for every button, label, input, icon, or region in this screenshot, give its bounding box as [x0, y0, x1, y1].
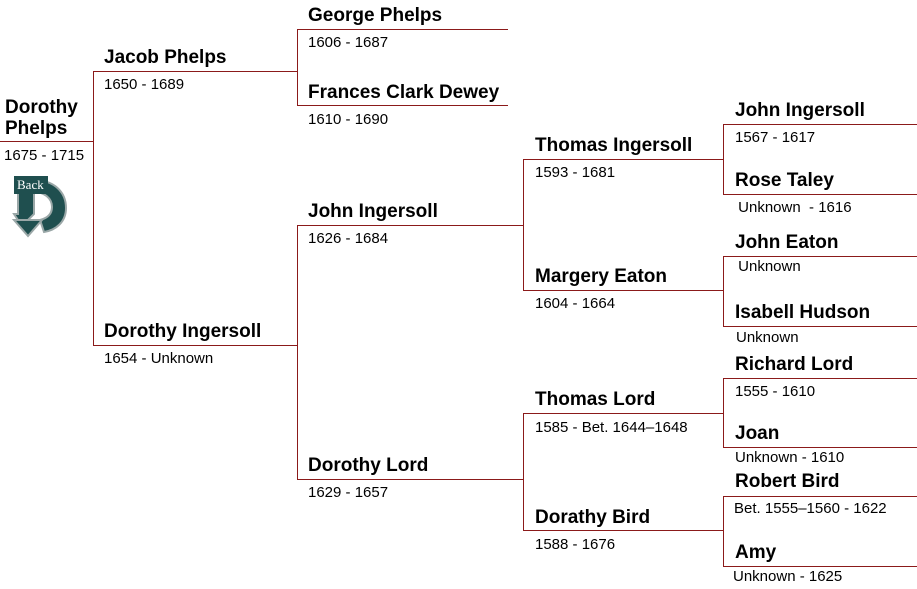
connector-line — [723, 256, 917, 257]
person-dates: 1650 - 1689 — [104, 76, 185, 93]
connector-line — [523, 413, 524, 531]
connector-line — [93, 71, 298, 72]
person-dates: Unknown — [736, 329, 799, 346]
connector-line — [723, 256, 724, 327]
person-name[interactable]: Thomas Lord — [535, 389, 656, 410]
person-dates: 1567 - 1617 — [735, 129, 816, 146]
person-name[interactable]: Amy — [735, 542, 777, 563]
person-dates: 1626 - 1684 — [308, 230, 389, 247]
person-dates: Unknown - 1616 — [734, 199, 852, 216]
person-name[interactable]: Dorothy Ingersoll — [104, 321, 262, 342]
connector-line — [297, 479, 524, 480]
connector-line — [297, 29, 508, 30]
connector-line — [723, 194, 917, 195]
person-name[interactable]: Joan — [735, 423, 780, 444]
person-dates: 1610 - 1690 — [308, 111, 389, 128]
connector-line — [93, 345, 298, 346]
connector-line — [0, 141, 94, 142]
person-dates: 1629 - 1657 — [308, 484, 389, 501]
connector-line — [723, 326, 917, 327]
person-name[interactable]: Isabell Hudson — [735, 302, 871, 323]
person-dates: 1654 - Unknown — [104, 350, 214, 367]
connector-line — [523, 159, 524, 291]
person-dates: 1585 - Bet. 1644–1648 — [535, 419, 688, 436]
connector-line — [297, 225, 298, 480]
connector-line — [723, 378, 724, 448]
back-button[interactable]: Back — [6, 174, 74, 240]
person-name[interactable]: John Eaton — [735, 232, 839, 253]
person-name[interactable]: Robert Bird — [735, 471, 840, 492]
person-name[interactable]: Thomas Ingersoll — [535, 135, 693, 156]
connector-line — [523, 413, 724, 414]
person-name[interactable]: Dorothy Lord — [308, 455, 429, 476]
person-dates: Unknown - 1625 — [733, 568, 843, 585]
person-name[interactable]: Dorathy Bird — [535, 507, 651, 528]
person-dates: 1588 - 1676 — [535, 536, 616, 553]
connector-line — [523, 159, 724, 160]
connector-line — [297, 29, 298, 106]
person-name[interactable]: Jacob Phelps — [104, 47, 227, 68]
connector-line — [297, 105, 508, 106]
person-dates: Bet. 1555–1560 - 1622 — [734, 500, 887, 517]
person-name[interactable]: John Ingersoll — [735, 100, 865, 121]
connector-line — [723, 124, 917, 125]
person-name[interactable]: Margery Eaton — [535, 266, 667, 287]
connector-line — [723, 124, 724, 195]
person-dates: 1675 - 1715 — [4, 147, 85, 164]
connector-line — [723, 447, 917, 448]
person-dates: 1555 - 1610 — [735, 383, 816, 400]
person-dates: 1604 - 1664 — [535, 295, 616, 312]
connector-line — [723, 496, 917, 497]
connector-line — [723, 566, 917, 567]
person-dates: 1593 - 1681 — [535, 164, 616, 181]
connector-line — [523, 530, 724, 531]
connector-line — [723, 378, 917, 379]
connector-line — [297, 225, 524, 226]
person-dates: Unknown - 1610 — [735, 449, 845, 466]
person-name[interactable]: George Phelps — [308, 5, 443, 26]
back-label: Back — [14, 176, 48, 194]
person-dates: Unknown — [734, 258, 801, 275]
connector-line — [723, 496, 724, 567]
person-name[interactable]: Richard Lord — [735, 354, 854, 375]
person-name[interactable]: Frances Clark Dewey — [308, 82, 500, 103]
connector-line — [523, 290, 724, 291]
person-name[interactable]: John Ingersoll — [308, 201, 438, 222]
person-dates: 1606 - 1687 — [308, 34, 389, 51]
person-name[interactable]: Rose Taley — [735, 170, 834, 191]
connector-line — [93, 71, 94, 346]
person-name[interactable]: Dorothy Phelps — [5, 97, 78, 139]
